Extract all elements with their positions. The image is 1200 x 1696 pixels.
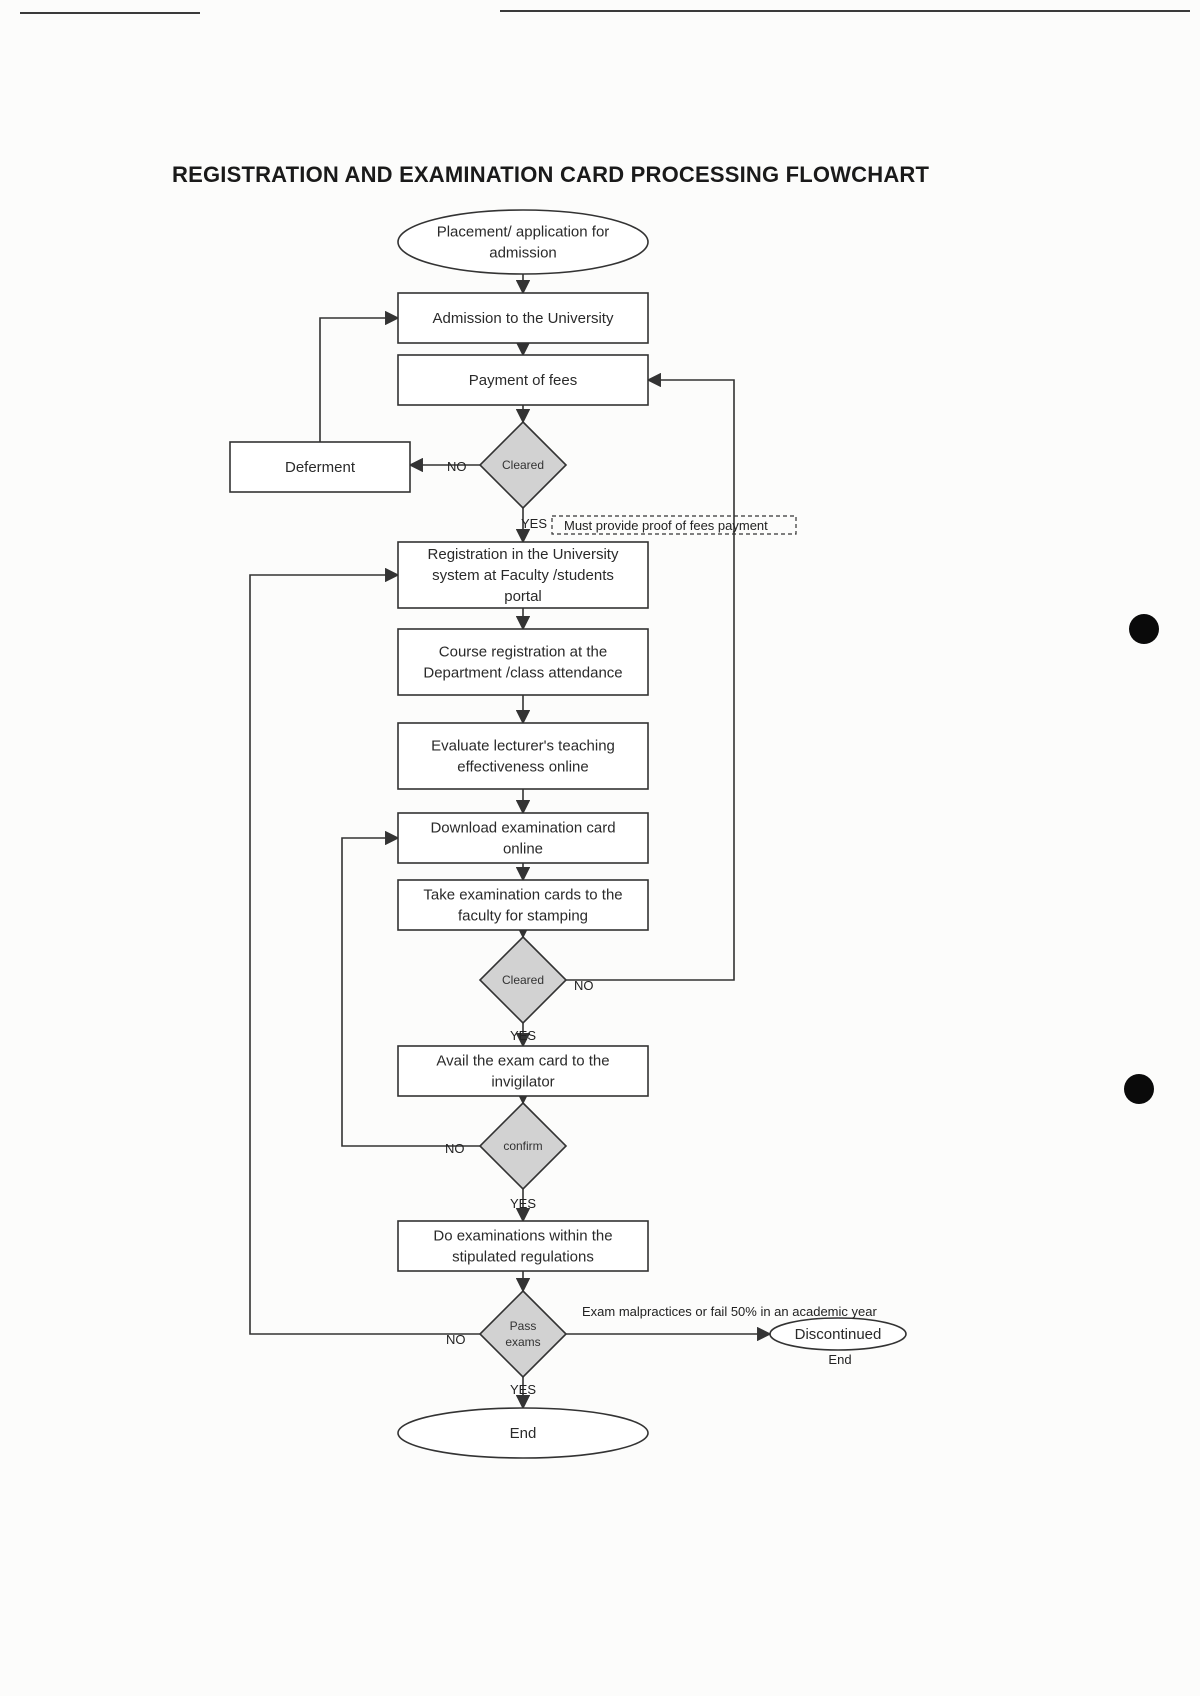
course-text-line: Department /class attendance: [423, 665, 622, 682]
pass-text-line: exams: [505, 1335, 540, 1349]
node-download: Download examination card online: [397, 812, 649, 864]
pass-diamond: [478, 1289, 568, 1379]
yes-label-confirm: YES: [510, 1196, 536, 1211]
avail-text-line: invigilator: [491, 1074, 554, 1091]
registration-text-line: Registration in the University: [428, 546, 619, 563]
node-deferment: Deferment: [229, 441, 411, 493]
discontinued-ellipse: [769, 1317, 907, 1351]
node-registration: Registration in the University system at …: [397, 541, 649, 609]
node-payment: Payment of fees: [397, 354, 649, 406]
no-label-pass: NO: [446, 1332, 466, 1347]
yes-label-cleared1: YES: [521, 516, 547, 531]
proof-note-text: Must provide proof of fees payment: [564, 518, 768, 533]
yes-label-pass: YES: [510, 1382, 536, 1397]
discontinued-end-label: End: [828, 1352, 851, 1367]
node-start: Placement/ application for admission: [397, 209, 649, 275]
proof-note-box: [551, 515, 797, 535]
avail-text-line: Avail the exam card to the: [436, 1053, 609, 1070]
node-cleared1: Cleared: [478, 420, 568, 510]
edge-cleared2-payment: [566, 372, 735, 981]
doexams-text-line: Do examinations within the: [433, 1228, 612, 1245]
admission-box: [397, 292, 649, 344]
take-text-line: Take examination cards to the: [423, 887, 622, 904]
node-evaluate: Evaluate lecturer's teaching effectivenes…: [397, 722, 649, 790]
malpractice-note-text: Exam malpractices or fail 50% in an acad…: [582, 1304, 877, 1319]
punch-hole-bottom: [1124, 1074, 1154, 1104]
evaluate-box: [397, 722, 649, 790]
node-end: End: [397, 1407, 649, 1459]
registration-box: [397, 541, 649, 609]
no-label-confirm: NO: [445, 1141, 465, 1156]
take-text-line: faculty for stamping: [458, 908, 588, 925]
end-ellipse: [397, 1407, 649, 1459]
avail-box: [397, 1045, 649, 1097]
confirm-diamond: [478, 1101, 568, 1191]
start-text-line: admission: [489, 245, 557, 262]
node-discontinued: Discontinued: [769, 1317, 907, 1351]
node-admission: Admission to the University: [397, 292, 649, 344]
start-text-line: Placement/ application for: [437, 224, 610, 241]
edge-confirm-download: [341, 830, 480, 1147]
discontinued-text-line: Discontinued: [795, 1326, 882, 1343]
registration-text-line: system at Faculty /students: [432, 567, 614, 584]
admission-text-line: Admission to the University: [433, 310, 614, 327]
course-box: [397, 628, 649, 696]
no-label-cleared2: NO: [574, 978, 594, 993]
registration-text-line: portal: [504, 588, 542, 605]
pass-text-line: Pass: [510, 1319, 537, 1333]
yes-label-cleared2: YES: [510, 1028, 536, 1043]
no-label-cleared1: NO: [447, 459, 467, 474]
node-cleared2: Cleared: [478, 935, 568, 1025]
download-box: [397, 812, 649, 864]
deferment-box: [229, 441, 411, 493]
course-text-line: Course registration at the: [439, 644, 607, 661]
node-avail: Avail the exam card to the invigilator: [397, 1045, 649, 1097]
edge-pass-registration: [249, 567, 480, 1335]
node-pass: Pass exams: [478, 1289, 568, 1379]
cleared2-diamond: [478, 935, 568, 1025]
evaluate-text-line: Evaluate lecturer's teaching: [431, 738, 615, 755]
confirm-text-line: confirm: [503, 1139, 542, 1153]
node-take: Take examination cards to the faculty for…: [397, 879, 649, 931]
evaluate-text-line: effectiveness online: [457, 759, 588, 776]
punch-hole-top: [1129, 614, 1159, 644]
node-doexams: Do examinations within the stipulated reg…: [397, 1220, 649, 1272]
doexams-box: [397, 1220, 649, 1272]
cleared2-text-line: Cleared: [502, 973, 544, 987]
cleared1-text-line: Cleared: [502, 458, 544, 472]
scan-edge-right: [500, 10, 1190, 12]
edge-deferment-admission: [319, 310, 400, 442]
payment-box: [397, 354, 649, 406]
deferment-text-line: Deferment: [285, 459, 356, 476]
page-title: REGISTRATION AND EXAMINATION CARD PROCES…: [172, 162, 930, 187]
take-box: [397, 879, 649, 931]
download-text-line: online: [503, 841, 543, 858]
payment-text-line: Payment of fees: [469, 372, 577, 389]
start-ellipse: [397, 209, 649, 275]
end-text-line: End: [510, 1425, 537, 1442]
node-confirm: confirm: [478, 1101, 568, 1191]
scan-edge-left: [20, 12, 200, 14]
cleared1-diamond: [478, 420, 568, 510]
doexams-text-line: stipulated regulations: [452, 1249, 594, 1266]
download-text-line: Download examination card: [430, 820, 615, 837]
